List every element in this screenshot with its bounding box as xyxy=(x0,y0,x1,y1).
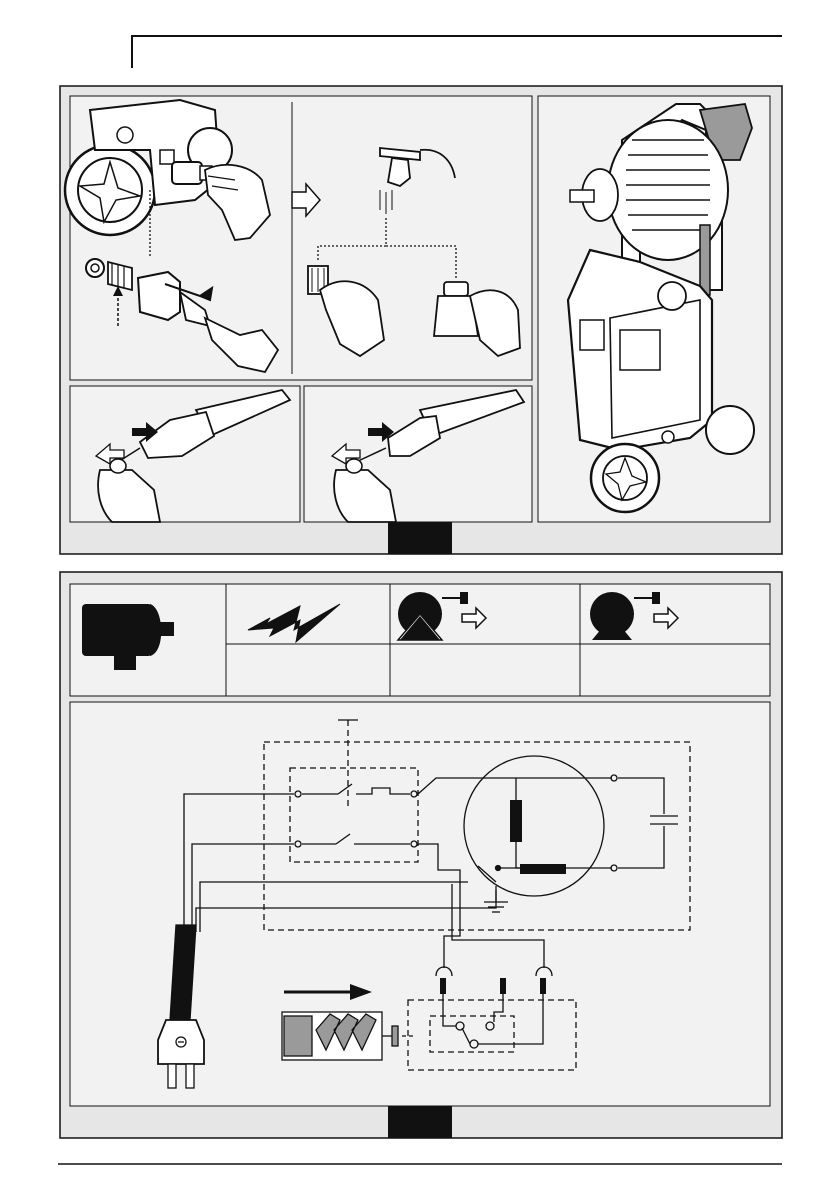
figure-bottom-label xyxy=(388,1106,452,1138)
header-rule xyxy=(132,36,782,68)
wiring-diagram xyxy=(70,702,770,1106)
panel-nozzle-clean-2 xyxy=(304,386,532,522)
figure-top-label xyxy=(388,522,452,554)
panel-machine-overview xyxy=(538,96,770,522)
panel-quick-coupling-filter xyxy=(65,96,532,380)
panel-nozzle-clean-1 xyxy=(70,386,300,522)
legend-table xyxy=(70,584,770,696)
